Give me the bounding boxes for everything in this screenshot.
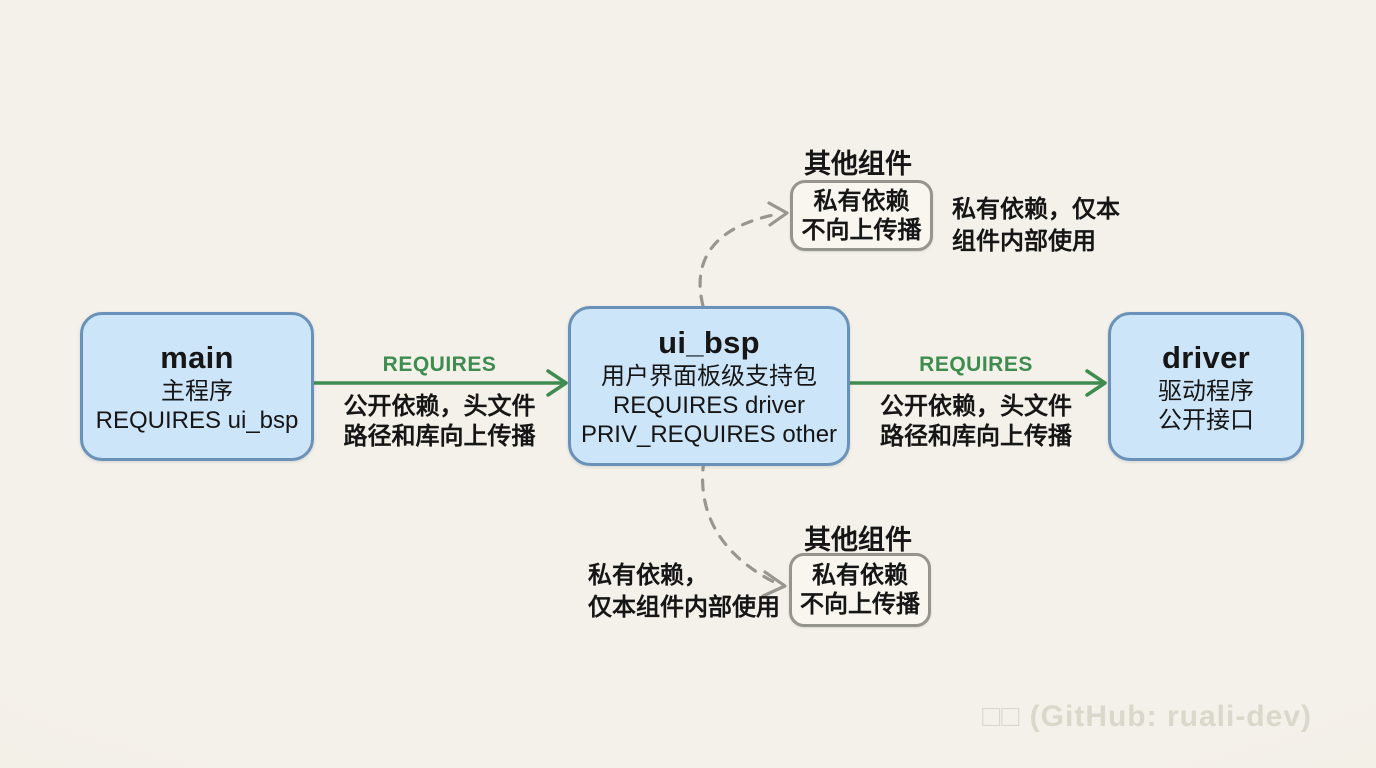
edge-label-main-to-uibsp: REQUIRES	[382, 353, 497, 376]
edge-desc-uibsp-to-driver-line2: 路径和库向上传播	[880, 423, 1072, 450]
node-ui-bsp-title: ui_bsp	[658, 324, 760, 360]
node-ui-bsp-subtitle: 用户界面板级支持包	[601, 362, 817, 390]
node-driver-title: driver	[1162, 339, 1250, 375]
private-arrowhead-top-icon	[767, 201, 789, 227]
other-component-heading-bottom: 其他组件	[804, 525, 912, 555]
node-driver-subtitle: 驱动程序	[1158, 377, 1254, 405]
private-box-top-line2: 不向上传播	[801, 216, 922, 244]
edge-desc-main-to-uibsp: 公开依赖，头文件 路径和库向上传播	[303, 392, 576, 452]
private-note-top: 私有依赖，仅本 组件内部使用	[952, 194, 1152, 258]
private-note-bottom-line2: 仅本组件内部使用	[588, 594, 780, 621]
private-dependency-box-top: 私有依赖 不向上传播	[790, 180, 933, 251]
node-ui-bsp-priv-requires: PRIV_REQUIRES other	[580, 420, 838, 448]
private-note-top-line2: 组件内部使用	[952, 228, 1096, 255]
node-main-subtitle: 主程序	[161, 377, 233, 405]
edge-desc-uibsp-to-driver: 公开依赖，头文件 路径和库向上传播	[843, 392, 1109, 452]
node-main-requires: REQUIRES ui_bsp	[95, 406, 299, 434]
private-note-bottom-line1: 私有依赖，	[588, 562, 708, 589]
private-box-top-line1: 私有依赖	[813, 187, 910, 215]
edge-desc-uibsp-to-driver-line1: 公开依赖，头文件	[880, 393, 1072, 420]
node-driver: driver 驱动程序 公开接口	[1108, 312, 1304, 461]
node-main-title: main	[160, 339, 234, 375]
edge-desc-main-to-uibsp-line2: 路径和库向上传播	[343, 423, 536, 450]
private-note-top-line1: 私有依赖，仅本	[952, 196, 1120, 223]
watermark: □□ (GitHub: ruali-dev)	[982, 700, 1312, 733]
private-box-bottom-line1: 私有依赖	[812, 562, 908, 589]
node-ui-bsp-requires: REQUIRES driver	[612, 391, 806, 419]
private-dependency-box-bottom: 私有依赖 不向上传播	[789, 553, 931, 627]
node-ui-bsp: ui_bsp 用户界面板级支持包 REQUIRES driver PRIV_RE…	[568, 306, 850, 466]
private-note-bottom: 私有依赖， 仅本组件内部使用	[588, 560, 808, 624]
private-box-bottom-line2: 不向上传播	[800, 591, 920, 618]
other-component-heading-top: 其他组件	[804, 149, 912, 179]
node-main: main 主程序 REQUIRES ui_bsp	[80, 312, 314, 461]
edge-desc-main-to-uibsp-line1: 公开依赖，头文件	[343, 393, 536, 420]
node-driver-interface: 公开接口	[1158, 406, 1254, 434]
private-arrow-uibsp-to-other-top	[698, 212, 780, 308]
edge-label-uibsp-to-driver: REQUIRES	[919, 353, 1033, 376]
